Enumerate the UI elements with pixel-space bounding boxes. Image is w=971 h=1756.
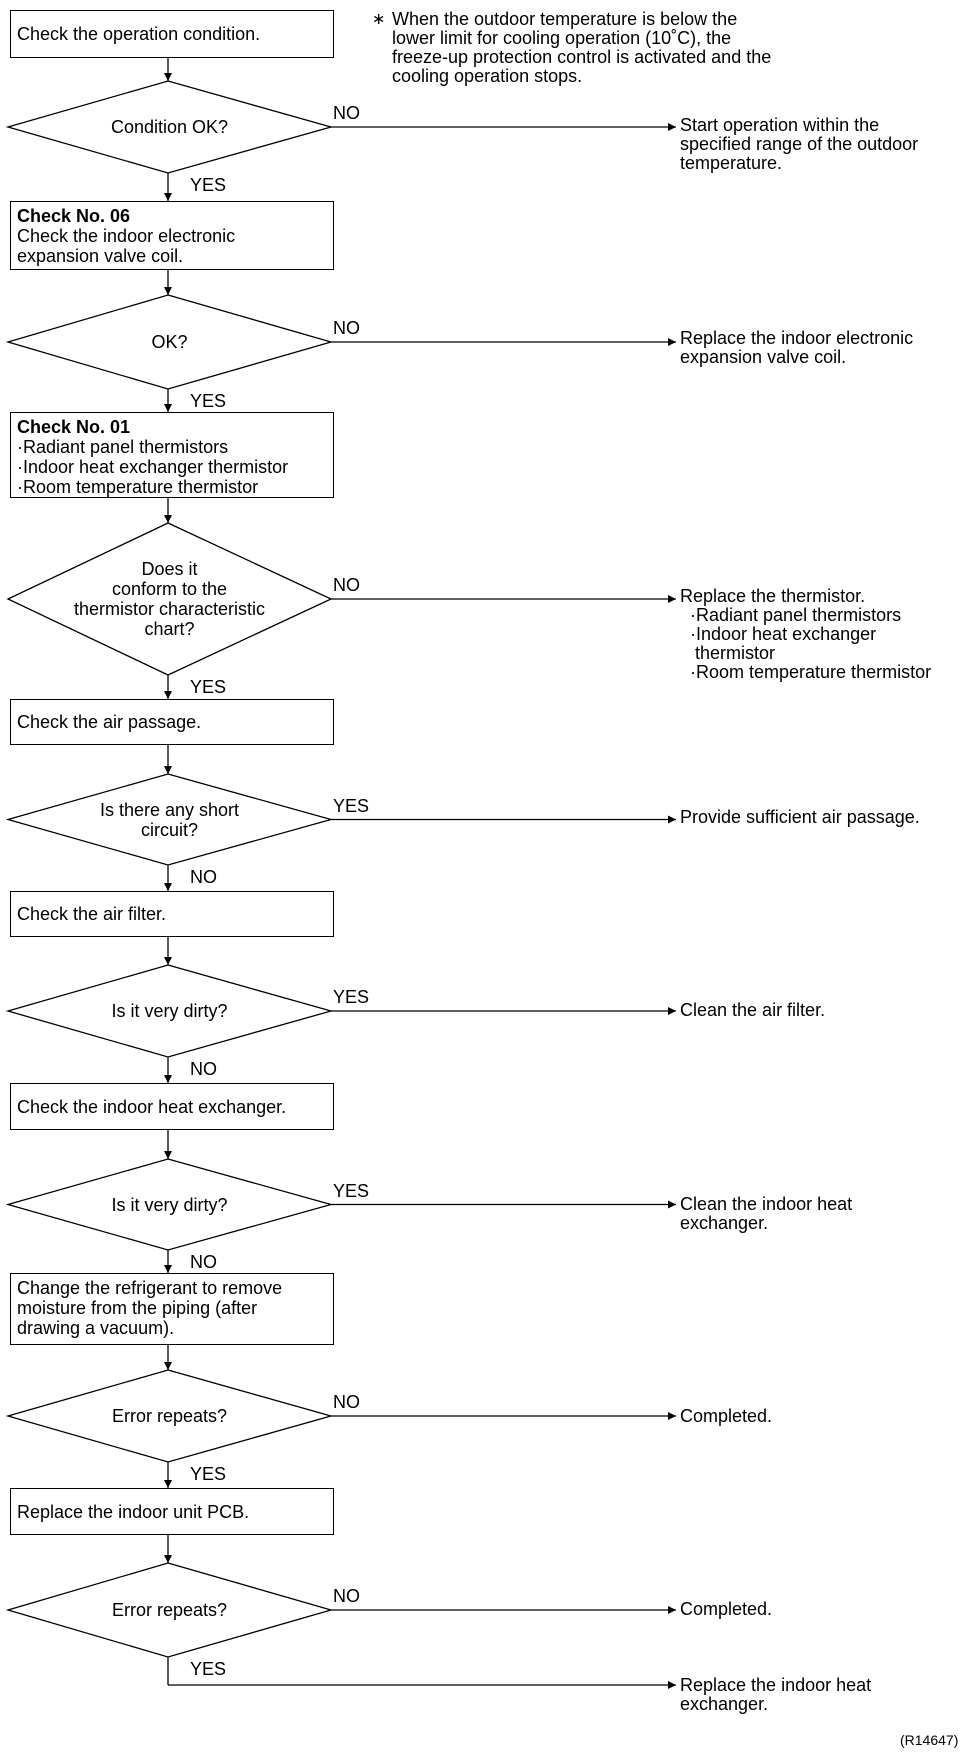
down-label: YES [190,391,227,411]
decision-line: Is it very dirty? [111,1001,228,1021]
note-line: freeze-up protection control is activate… [392,47,772,67]
result-line: Completed. [680,1599,773,1619]
decision-line: Condition OK? [110,117,229,137]
result-line: Completed. [680,1406,773,1426]
step-line: Check the indoor electronic [17,226,236,246]
step-box-s4: Check the air passage. [10,699,334,745]
branch-label: NO [333,1586,360,1606]
decision-line: Error repeats? [111,1406,228,1426]
branch-label: YES [333,795,370,816]
result-line: Replace the indoor electronic [680,328,914,348]
step-line: moisture from the piping (after [17,1298,258,1318]
down-label: YES [190,1464,227,1484]
down-label: YES [190,677,227,697]
decision-line: Is it very dirty? [111,1194,228,1215]
result-r4: Provide sufficient air passage. [680,808,920,827]
branch-label: NO [333,103,360,123]
result-r5: Clean the air filter. [680,1001,825,1020]
result-line: exchanger. [680,1694,769,1714]
step-line: Check the indoor heat exchanger. [17,1096,287,1117]
decision-line: Error repeats? [111,1600,228,1620]
cooling-note: ∗ When the outdoor temperature is below … [372,10,771,86]
decision-question: OK? [48,295,291,389]
step-line: drawing a vacuum). [17,1318,175,1338]
result-line: exchanger. [680,1213,769,1233]
branch-label: NO [333,318,360,338]
check-number: Check No. 01 [17,417,131,437]
branch-label: YES [333,1180,370,1201]
step-line: ·Room temperature thermistor [17,477,259,497]
down-label: YES [190,175,227,195]
result-r3: Replace the thermistor. ·Radiant panel t… [680,587,931,682]
decision-line: conform to the [111,579,228,599]
result-line: Clean the air filter. [680,1000,826,1020]
step-box-s5: Check the air filter. [10,891,334,937]
down-label: YES [190,1659,227,1679]
decision-line: Is there any short [99,799,240,820]
result-line: expansion valve coil. [680,347,847,367]
step-line: ·Radiant panel thermistors [17,437,229,457]
step-line: expansion valve coil. [17,246,184,266]
result-line: Replace the indoor heat [680,1675,872,1695]
decision-question: Condition OK? [48,81,291,173]
decision-question: Is it very dirty? [48,965,291,1057]
result-line: thermistor [680,643,776,663]
note-asterisk: ∗ [372,11,386,28]
result-r7: Completed. [680,1407,772,1426]
result-line: ·Radiant panel thermistors [680,605,902,625]
decision-line: thermistor characteristic [73,599,266,619]
step-line: Change the refrigerant to remove [17,1278,283,1298]
reference-code: (R14647) [900,1732,959,1748]
step-line: Check the air passage. [17,712,202,732]
step-box-s1: Check the operation condition. [10,10,334,58]
note-line: When the outdoor temperature is below th… [392,9,738,29]
branch-label: YES [333,987,370,1007]
step-box-s3: Check No. 01·Radiant panel thermistors·I… [10,412,334,498]
result-line: ·Indoor heat exchanger [680,624,877,644]
step-box-s6: Check the indoor heat exchanger. [10,1083,334,1130]
step-line: Check the operation condition. [17,24,261,44]
branch-label: NO [333,1392,360,1412]
step-line: ·Indoor heat exchanger thermistor [17,457,289,477]
decision-line: chart? [144,619,195,639]
result-line: Provide sufficient air passage. [680,807,920,827]
result-line: specified range of the outdoor [680,134,919,154]
step-line: Check the air filter. [17,904,167,924]
note-line: lower limit for cooling operation (10˚C)… [392,28,732,48]
decision-line: OK? [151,332,188,352]
check-number: Check No. 06 [17,206,131,226]
result-line: Start operation within the [680,115,880,135]
branch-label: NO [333,575,360,595]
result-r8: Completed. [680,1600,772,1619]
decision-question: Is it very dirty? [48,1159,291,1250]
result-line: Clean the indoor heat [680,1194,853,1214]
result-line: ·Room temperature thermistor [680,662,932,682]
note-line: cooling operation stops. [392,66,583,86]
decision-line: circuit? [140,819,198,840]
step-box-s8: Replace the indoor unit PCB. [10,1488,334,1535]
decision-question: Error repeats? [48,1370,291,1462]
down-label: NO [190,867,217,887]
result-line: temperature. [680,153,783,173]
down-label: NO [190,1059,217,1079]
result-line: Replace the thermistor. [680,586,866,606]
decision-question: Error repeats? [48,1563,291,1657]
down-label: NO [190,1252,217,1272]
decision-line: Does it [141,559,198,579]
step-line: Replace the indoor unit PCB. [17,1501,250,1522]
